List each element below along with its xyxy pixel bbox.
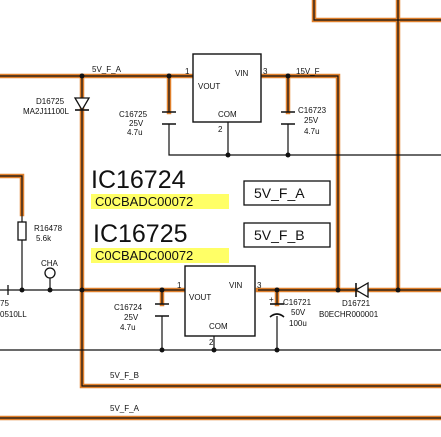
junction-dot [47, 287, 53, 293]
r16478-ref: R16478 [34, 224, 63, 233]
capacitor-c16725: C16725 25V 4.7u [119, 110, 176, 137]
junction-dot [285, 73, 291, 79]
c16724-ref: C16724 [114, 303, 143, 312]
junction-dot [159, 347, 165, 353]
wiring [0, 0, 441, 419]
c16725-ref: C16725 [119, 110, 148, 119]
junction-dot [335, 287, 341, 293]
regulator-top: VOUT VIN COM 1 3 2 [185, 53, 268, 134]
capacitor-c16721: + C16721 50V 100u [269, 295, 312, 328]
d16725-part: MA2J11100L [23, 107, 70, 116]
junctions [19, 73, 401, 353]
c16724-value: 4.7u [120, 323, 136, 332]
pin-3-number: 3 [257, 281, 262, 290]
c16723-value: 4.7u [304, 127, 320, 136]
junction-dot [285, 152, 291, 158]
junction-dot [395, 287, 401, 293]
d16721-ref: D16721 [342, 299, 371, 308]
junction-dot [19, 287, 25, 293]
junction-dot [211, 347, 217, 353]
pin-vout-label: VOUT [198, 82, 220, 91]
net-label-5v-f-a-bottom: 5V_F_A [110, 404, 140, 413]
cha-label: CHA [41, 259, 59, 268]
c16724-voltage: 25V [124, 313, 139, 322]
c16725-value: 4.7u [127, 128, 143, 137]
ic16725-code-highlight [91, 248, 229, 263]
capacitor-c16724: C16724 25V 4.7u [114, 303, 169, 332]
junction-dot [225, 152, 231, 158]
c16721-ref: C16721 [283, 298, 312, 307]
ic16725-name: IC16725 [93, 220, 188, 248]
ic16724-name: IC16724 [91, 166, 186, 194]
ic16724-annotation: IC16724 C0CBADC00072 5V_F_A [91, 166, 331, 209]
diode-d16725: D16725 MA2J11100L [23, 97, 91, 116]
pin-com-label: COM [209, 322, 228, 331]
test-point-cha: CHA [41, 259, 59, 279]
ic16724-net-tag: 5V_F_A [254, 185, 305, 201]
c16721-voltage: 50V [291, 308, 306, 317]
junction-dot [79, 287, 85, 293]
junction-dot [166, 73, 172, 79]
pin-com-label: COM [218, 110, 237, 119]
d16721-part: B0ECHR000001 [319, 310, 379, 319]
junction-dot [79, 73, 85, 79]
regulator-bottom: VOUT VIN COM 1 3 2 [177, 265, 262, 347]
d16725-ref: D16725 [36, 97, 65, 106]
pin-vout-label: VOUT [189, 293, 211, 302]
junction-dot [159, 287, 165, 293]
junction-dot [274, 347, 280, 353]
pin-2-number: 2 [209, 338, 214, 347]
diode-d16721: D16721 B0ECHR000001 [319, 281, 379, 319]
partial-component: 75 0510LL [0, 285, 27, 319]
ic16725-net-tag: 5V_F_B [254, 227, 305, 243]
net-label-15v-f: 15V_F [296, 67, 320, 76]
partial-ref: 75 [0, 299, 9, 308]
pin-1-number: 1 [185, 67, 190, 76]
net-label-5v-f-a: 5V_F_A [92, 65, 122, 74]
pin-vin-label: VIN [235, 69, 249, 78]
c16723-ref: C16723 [298, 106, 327, 115]
pin-vin-label: VIN [229, 281, 243, 290]
ic16724-code: C0CBADC00072 [95, 194, 193, 209]
pin-3-number: 3 [263, 67, 268, 76]
c16725-voltage: 25V [129, 119, 144, 128]
capacitor-c16723: C16723 25V 4.7u [281, 106, 327, 136]
r16478-value: 5.6k [36, 234, 52, 243]
ic16725-code: C0CBADC00072 [95, 248, 193, 263]
c16721-polarity: + [269, 295, 274, 304]
c16723-voltage: 25V [304, 116, 319, 125]
partial-part: 0510LL [0, 310, 27, 319]
pin-2-number: 2 [218, 125, 223, 134]
ic16724-code-highlight [91, 194, 229, 209]
net-label-5v-f-b: 5V_F_B [110, 371, 139, 380]
c16721-value: 100u [289, 319, 307, 328]
pin-1-number: 1 [177, 281, 182, 290]
junction-dot [274, 287, 280, 293]
resistor-r16478: R16478 5.6k [17, 221, 63, 243]
ic16725-annotation: IC16725 C0CBADC00072 5V_F_B [91, 220, 331, 263]
